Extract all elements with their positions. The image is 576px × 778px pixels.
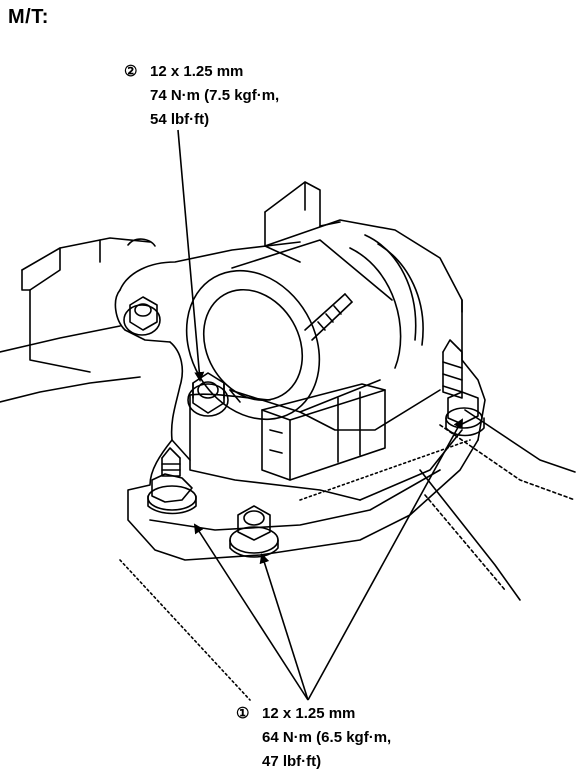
callout-number-2: ② xyxy=(124,63,138,80)
mount-upper-housing xyxy=(265,182,462,345)
torque-spec-2-line1: 74 N·m (7.5 kgf·m, xyxy=(150,87,280,104)
callout-bolt-1: ① 12 x 1.25 mm 64 N·m (6.5 kgf·m, 47 lbf·… xyxy=(236,702,391,774)
callout-number-1: ① xyxy=(236,705,250,722)
frame-member xyxy=(0,238,575,700)
mount-bracket xyxy=(115,242,485,560)
callout-bolt-2: ② 12 x 1.25 mm 74 N·m (7.5 kgf·m, 54 lbf·… xyxy=(124,60,279,132)
bolt-1-left xyxy=(148,448,196,514)
leader-lines xyxy=(178,130,463,700)
leader-arrow-bolt-1-left xyxy=(193,523,308,700)
leader-arrow-bolt-1-right xyxy=(308,418,463,700)
leader-arrow-bolt-1-middle xyxy=(259,553,308,700)
page-heading: M/T: xyxy=(8,6,49,28)
through-bolt-stud xyxy=(305,294,352,340)
torque-spec-1-line2: 47 lbf·ft) xyxy=(262,753,322,770)
leader-arrow-bolt-2 xyxy=(178,130,205,382)
torque-spec-2-line2: 54 lbf·ft) xyxy=(150,111,210,128)
bolt-1-right xyxy=(443,340,484,436)
bolt-1-middle xyxy=(230,506,278,557)
bolt-2 xyxy=(188,373,228,416)
bolt-size-2: 12 x 1.25 mm xyxy=(150,63,244,80)
side-stopper-pad xyxy=(262,384,385,480)
bolt-size-1: 12 x 1.25 mm xyxy=(262,705,356,722)
torque-spec-1-line1: 64 N·m (6.5 kgf·m, xyxy=(262,729,392,746)
bracket-nut-left xyxy=(124,297,160,335)
rubber-bushing xyxy=(160,240,400,444)
